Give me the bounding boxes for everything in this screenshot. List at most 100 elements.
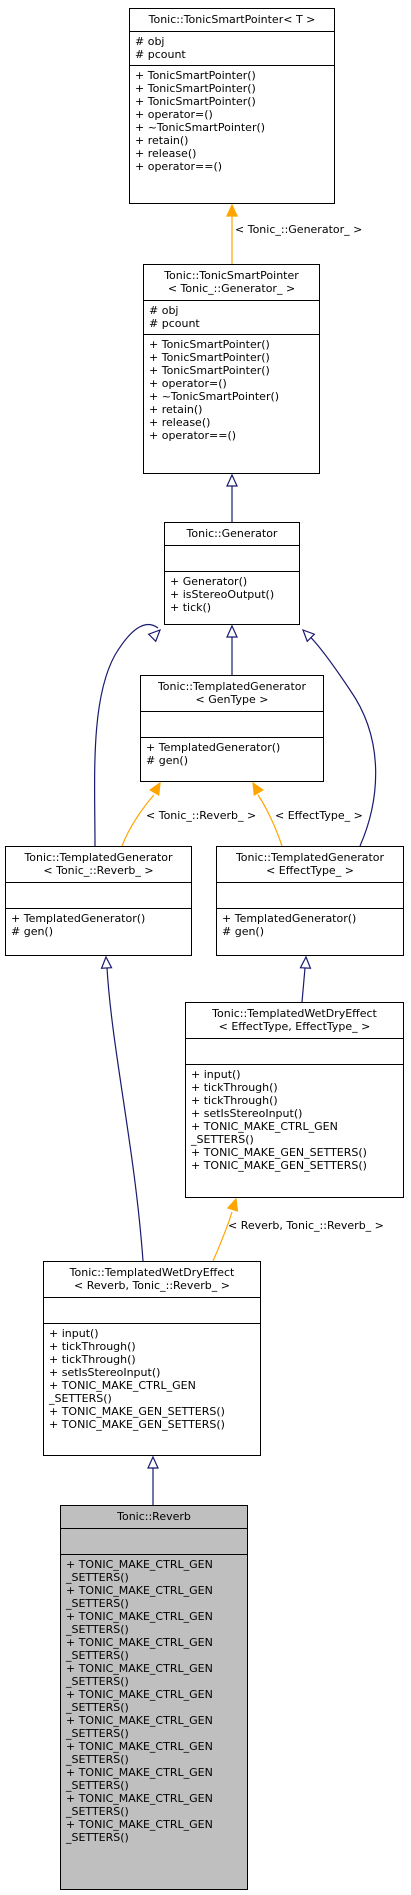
methods-line: _SETTERS()	[191, 1133, 254, 1146]
attributes-line: # pcount	[149, 317, 200, 330]
edge-inherit-reverb-generator	[93, 623, 159, 847]
attributes-section	[44, 1297, 260, 1323]
class-title-line: < Reverb, Tonic_::Reverb_ >	[74, 1279, 230, 1292]
methods-line: _SETTERS()	[66, 1649, 129, 1662]
attributes-line: # obj	[149, 304, 179, 317]
edge-label-generator-binding: < Tonic_::Generator_ >	[235, 223, 363, 236]
class-title-line: Tonic::TonicSmartPointer< T >	[148, 13, 316, 26]
edge-inherit-effect-generator	[304, 631, 377, 847]
methods-section: + TemplatedGenerator()# gen()	[217, 908, 403, 942]
methods-line: + TONIC_MAKE_CTRL_GEN	[66, 1792, 213, 1805]
methods-line: + setIsStereoInput()	[49, 1366, 161, 1379]
node-tonic-smart-pointer-t[interactable]: Tonic::TonicSmartPointer< T ># obj# pcou…	[129, 8, 335, 204]
methods-line: + TonicSmartPointer()	[149, 351, 270, 364]
methods-section: + TemplatedGenerator()# gen()	[141, 737, 323, 771]
methods-line: + TONIC_MAKE_CTRL_GEN	[66, 1558, 213, 1571]
methods-line: _SETTERS()	[66, 1727, 129, 1740]
methods-line: + operator==()	[135, 160, 223, 173]
methods-line: + operator==()	[149, 429, 237, 442]
class-title-line: < EffectType_ >	[266, 864, 354, 877]
methods-line: + tickThrough()	[191, 1081, 278, 1094]
methods-line: _SETTERS()	[66, 1623, 129, 1636]
methods-section: + TONIC_MAKE_CTRL_GEN_SETTERS()+ TONIC_M…	[61, 1554, 247, 1848]
methods-line: + release()	[149, 416, 211, 429]
edge-template-reverb-gen	[121, 794, 155, 847]
attributes-section	[186, 1038, 403, 1064]
attributes-section	[6, 882, 191, 908]
methods-line: + ~TonicSmartPointer()	[149, 390, 280, 403]
attributes-section	[217, 882, 403, 908]
methods-section: + Generator()+ isStereoOutput()+ tick()	[165, 571, 299, 618]
methods-line: + TONIC_MAKE_GEN_SETTERS()	[49, 1418, 225, 1431]
methods-line: + setIsStereoInput()	[191, 1107, 303, 1120]
methods-line: + TONIC_MAKE_CTRL_GEN	[49, 1379, 196, 1392]
arrowhead-template-effect-gen	[252, 781, 264, 797]
class-title-section: Tonic::TemplatedWetDryEffect< EffectType…	[186, 1003, 403, 1038]
methods-line: _SETTERS()	[66, 1701, 129, 1714]
class-title-section: Tonic::TemplatedWetDryEffect< Reverb, To…	[44, 1262, 260, 1297]
methods-line: # gen()	[11, 925, 54, 938]
class-title-section: Tonic::Reverb	[61, 1506, 247, 1528]
methods-section: + input()+ tickThrough()+ tickThrough()+…	[186, 1064, 403, 1176]
node-templated-generator-reverb[interactable]: Tonic::TemplatedGenerator< Tonic_::Rever…	[5, 846, 192, 956]
node-reverb-current[interactable]: Tonic::Reverb+ TONIC_MAKE_CTRL_GEN_SETTE…	[60, 1505, 248, 1890]
arrowhead-template-wetdry	[226, 1197, 239, 1212]
class-title-line: Tonic::Generator	[186, 527, 278, 540]
edge-label-reverb-binding: < Tonic_::Reverb_ >	[146, 809, 257, 822]
class-title-section: Tonic::TemplatedGenerator< GenType >	[141, 676, 323, 711]
arrowhead-inherit-reverb	[147, 1455, 159, 1469]
class-title-line: Tonic::TemplatedWetDryEffect	[212, 1007, 377, 1020]
node-tonic-smart-pointer-generator[interactable]: Tonic::TonicSmartPointer< Tonic_::Genera…	[143, 264, 320, 474]
node-templated-wet-dry-effect-reverb[interactable]: Tonic::TemplatedWetDryEffect< Reverb, To…	[43, 1261, 261, 1456]
attributes-section: # obj# pcount	[144, 300, 319, 334]
methods-line: + TONIC_MAKE_CTRL_GEN	[66, 1766, 213, 1779]
methods-line: # gen()	[146, 754, 189, 767]
arrowhead-inherit-reverb-generator	[147, 628, 162, 643]
class-title-section: Tonic::Generator	[165, 523, 299, 545]
arrowhead-template-reverb-gen	[149, 781, 161, 797]
methods-line: + TONIC_MAKE_CTRL_GEN	[66, 1714, 213, 1727]
methods-section: + TonicSmartPointer()+ TonicSmartPointer…	[130, 65, 334, 177]
methods-line: + ~TonicSmartPointer()	[135, 121, 266, 134]
methods-line: _SETTERS()	[66, 1779, 129, 1792]
edge-label-effect-binding: < EffectType_ >	[275, 809, 363, 822]
edge-template-wetdry	[212, 1211, 233, 1262]
methods-line: + TonicSmartPointer()	[149, 364, 270, 377]
methods-line: + TONIC_MAKE_CTRL_GEN	[66, 1584, 213, 1597]
methods-line: + release()	[135, 147, 197, 160]
methods-section: + TemplatedGenerator()# gen()	[6, 908, 191, 942]
class-title-line: < GenType >	[195, 693, 269, 706]
arrowhead-inherit-wetdry-reverb	[100, 955, 113, 969]
methods-line: + TonicSmartPointer()	[135, 95, 256, 108]
methods-line: + TONIC_MAKE_GEN_SETTERS()	[49, 1405, 225, 1418]
class-title-line: Tonic::TonicSmartPointer	[164, 269, 299, 282]
class-title-line: Tonic::TemplatedGenerator	[24, 851, 173, 864]
methods-line: + TONIC_MAKE_CTRL_GEN	[66, 1636, 213, 1649]
node-generator[interactable]: Tonic::Generator+ Generator()+ isStereoO…	[164, 522, 300, 625]
node-templated-wet-dry-effect-generic[interactable]: Tonic::TemplatedWetDryEffect< EffectType…	[185, 1002, 404, 1198]
attributes-line: # obj	[135, 35, 165, 48]
class-title-line: Tonic::TemplatedWetDryEffect	[69, 1266, 235, 1279]
arrowhead-template-smart-pointer	[226, 203, 238, 217]
node-templated-generator-gentype[interactable]: Tonic::TemplatedGenerator< GenType >+ Te…	[140, 675, 324, 782]
class-title-section: Tonic::TemplatedGenerator< EffectType_ >	[217, 847, 403, 882]
methods-line: + TonicSmartPointer()	[135, 82, 256, 95]
methods-line: + Generator()	[170, 575, 248, 588]
methods-line: + TemplatedGenerator()	[146, 741, 281, 754]
methods-line: _SETTERS()	[49, 1392, 112, 1405]
edge-inherit-wetdry-reverb	[106, 967, 144, 1262]
methods-line: _SETTERS()	[66, 1597, 129, 1610]
methods-line: + isStereoOutput()	[170, 588, 275, 601]
methods-line: + retain()	[135, 134, 189, 147]
methods-line: _SETTERS()	[66, 1571, 129, 1584]
node-templated-generator-effect[interactable]: Tonic::TemplatedGenerator< EffectType_ >…	[216, 846, 404, 956]
arrowhead-inherit-generator	[226, 473, 238, 487]
class-title-line: Tonic::Reverb	[117, 1510, 191, 1523]
class-title-section: Tonic::TonicSmartPointer< Tonic_::Genera…	[144, 265, 319, 300]
methods-line: + TONIC_MAKE_CTRL_GEN	[66, 1688, 213, 1701]
methods-line: + TonicSmartPointer()	[149, 338, 270, 351]
methods-line: + TONIC_MAKE_CTRL_GEN	[66, 1662, 213, 1675]
class-title-line: Tonic::TemplatedGenerator	[157, 680, 307, 693]
